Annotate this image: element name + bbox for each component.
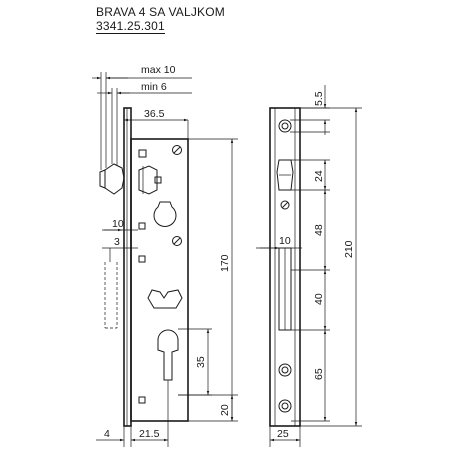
dim-40: 40	[313, 293, 325, 305]
lock-body	[130, 138, 189, 422]
drawing-title: BRAVA 4 SA VALJKOM	[96, 5, 225, 19]
screw-mid	[172, 236, 182, 246]
dim-25: 25	[277, 428, 289, 440]
dim-24: 24	[313, 170, 325, 182]
dim-3: 3	[114, 236, 120, 248]
cylinder-cutout	[157, 329, 179, 381]
dim-48: 48	[313, 224, 325, 236]
dim-20: 20	[219, 404, 231, 416]
dim-backset: 36.5	[144, 108, 165, 120]
faceplate	[123, 107, 132, 427]
front-view: 5.5 24 48 40 65 210	[256, 85, 362, 447]
latch-bolt	[104, 163, 125, 195]
part-number: 3341.25.301	[96, 19, 165, 34]
lever-slot	[147, 289, 183, 309]
front-screw-bottom	[278, 399, 292, 413]
front-plate	[269, 107, 301, 427]
front-screw-lower	[278, 363, 292, 377]
dim-10-right: 10	[279, 235, 291, 247]
follower-hole	[153, 201, 177, 227]
front-screw-top	[278, 119, 292, 133]
dim-max: max 10	[141, 64, 176, 76]
dim-5-5: 5.5	[313, 91, 325, 106]
dim-10-left: 10	[112, 218, 124, 230]
dim-170: 170	[219, 254, 231, 272]
dim-210: 210	[343, 240, 355, 258]
dim-4: 4	[104, 428, 110, 440]
dim-35: 35	[195, 356, 207, 368]
screw-top	[172, 145, 182, 155]
side-view: max 10 min 6 36.5 10 3 170	[92, 64, 238, 447]
dim-65: 65	[313, 368, 325, 380]
dim-21-5: 21.5	[139, 428, 160, 440]
front-screw-mid	[280, 200, 290, 210]
dim-min: min 6	[141, 81, 167, 93]
